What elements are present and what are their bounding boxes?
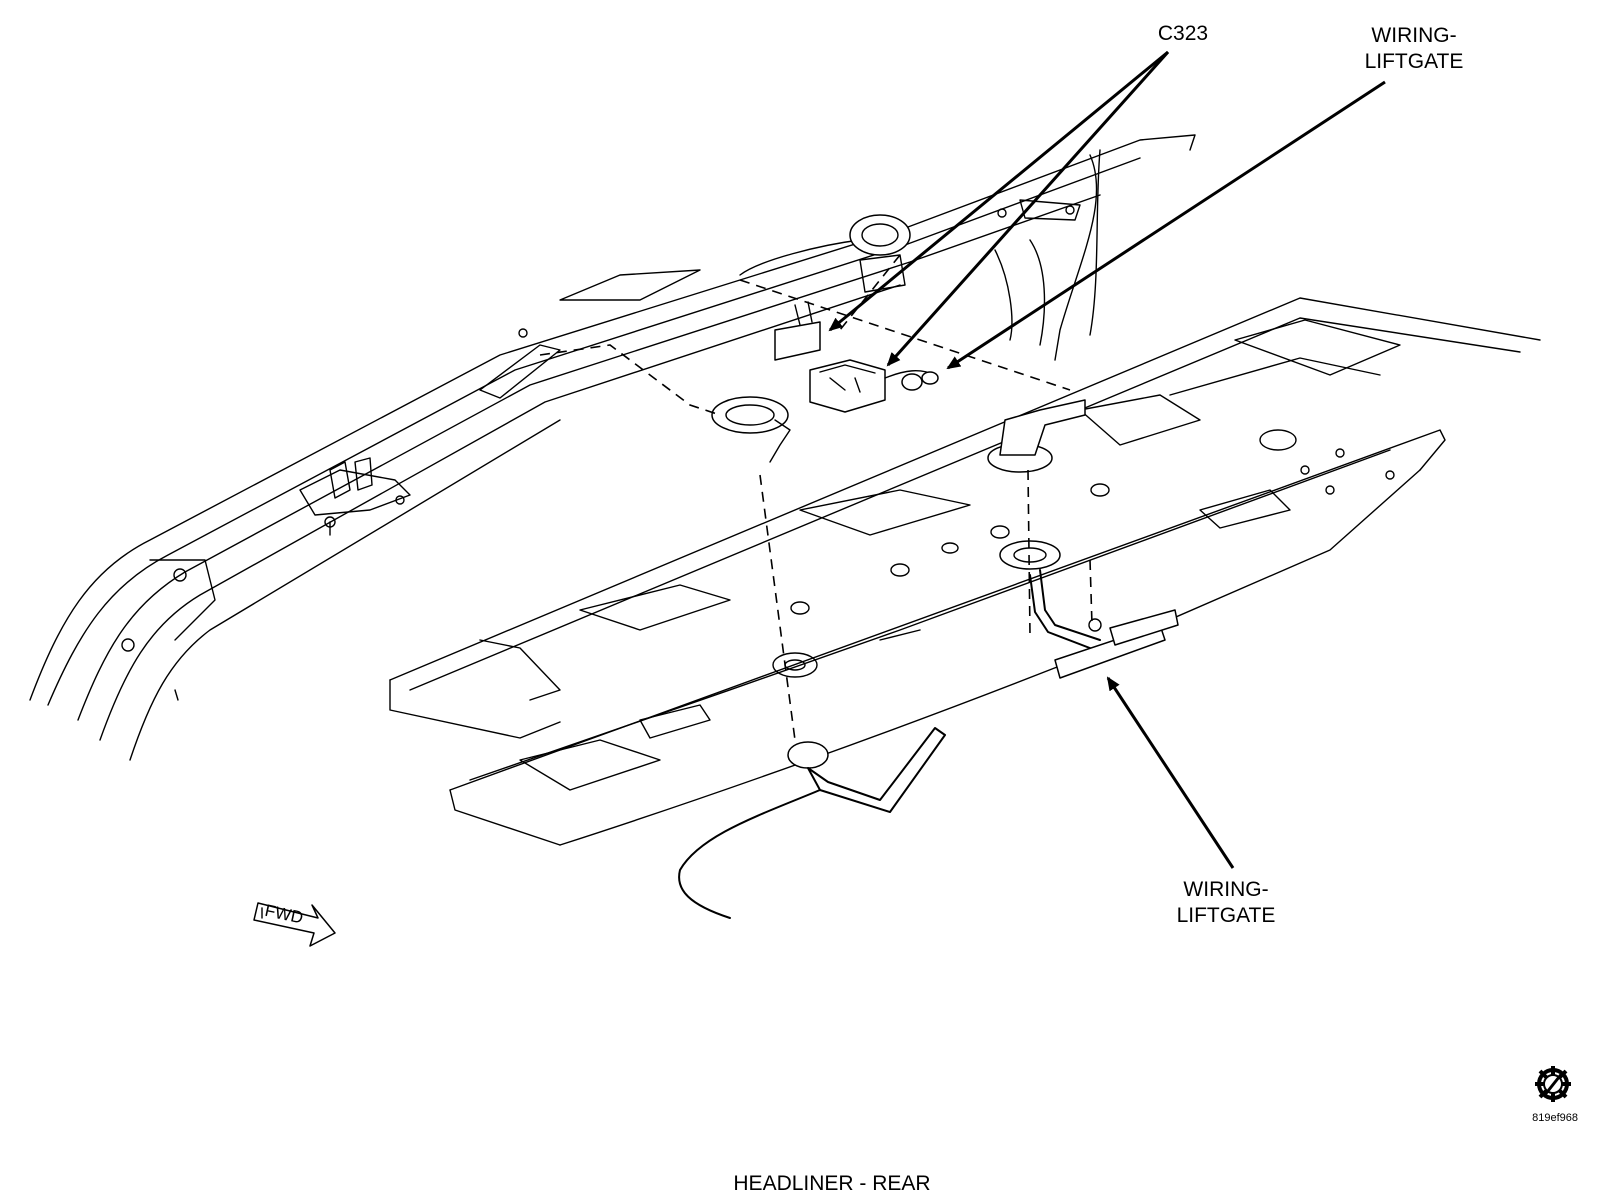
wiring-liftgate-bottom-label-line1: WIRING- xyxy=(1183,878,1268,901)
roof-frame xyxy=(29,134,1196,761)
floor-wire xyxy=(678,727,946,919)
grommet-left xyxy=(711,396,791,463)
wiring-liftgate-top-label-line1: WIRING- xyxy=(1371,24,1456,47)
dashed-routing xyxy=(539,254,1093,741)
c323-label: C323 xyxy=(1158,22,1208,45)
diagram-caption: HEADLINER - REAR xyxy=(733,1172,930,1195)
wiring-liftgate-bottom-label-line2: LIFTGATE xyxy=(1177,904,1276,927)
grommet-right xyxy=(987,399,1086,570)
connector-module xyxy=(809,359,939,413)
c323-connector xyxy=(774,301,821,361)
fwd-arrow-icon: FWD xyxy=(253,901,336,947)
lower-harness xyxy=(1029,569,1179,679)
leader-lines xyxy=(828,50,1386,869)
headliner-panel xyxy=(389,297,1541,846)
gear-circle-icon xyxy=(1535,1066,1571,1102)
wiring-liftgate-top-label-line2: LIFTGATE xyxy=(1365,50,1464,73)
figure-id: 819ef968 xyxy=(1532,1112,1578,1124)
